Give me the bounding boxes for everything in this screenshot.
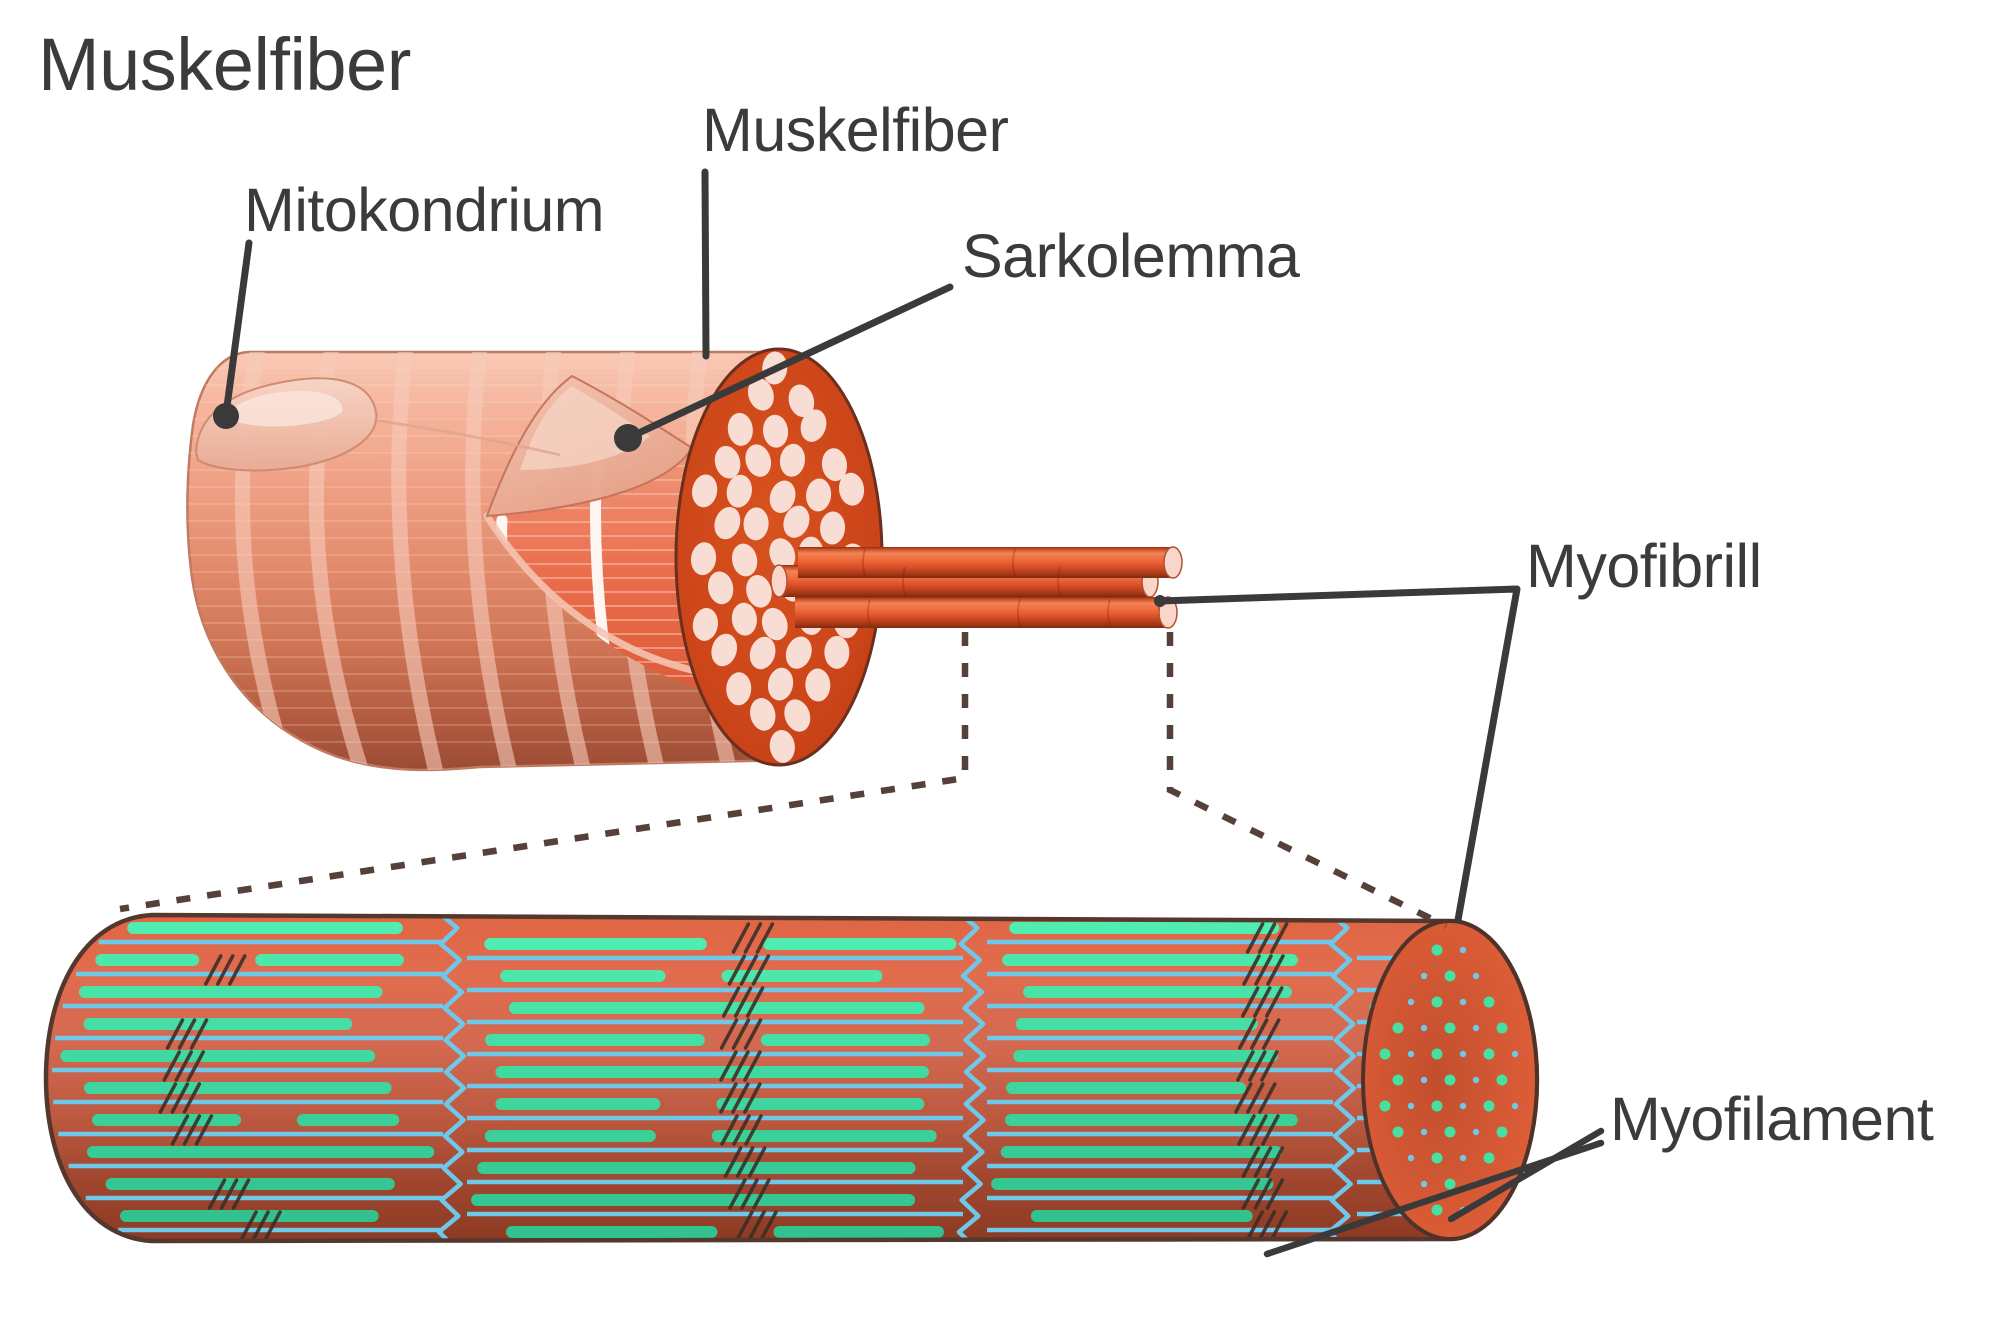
page-title: Muskelfiber [38,23,411,106]
sarcolemma-flap-highlight [520,386,650,470]
leader-dot-mitochondrion [213,403,239,429]
label-sarcolemma: Sarkolemma [962,222,1300,290]
leader-myofibril [1156,585,1521,924]
myofilament-pattern [52,915,1436,1241]
mitochondrion-highlight [225,390,343,427]
muscle-fiber-illustration [186,347,1183,772]
myofibril-tubes [770,546,1183,629]
projection-line-left [119,632,969,913]
label-myofilament: Myofilament [1610,1085,1934,1153]
projection-line-right [1166,632,1448,929]
leader-myofilament-lower [1263,1139,1605,1258]
leader-dot-myofibril [1154,595,1166,607]
leader-sarcolemma [624,283,954,442]
labels: Muskelfiber Mitokondrium Muskelfiber Sar… [38,23,1934,1153]
leader-lines [213,168,1605,1258]
myofibril-illustration [43,912,1540,1244]
myofilament-end-dots [1379,944,1519,1216]
label-myofibril: Myofibrill [1526,532,1762,600]
leader-myofilament-upper [1447,1127,1605,1223]
projection-dashed-lines [119,632,1448,929]
mitochondrion-fold [373,418,561,457]
leader-muscle-fiber [701,168,710,360]
label-muscle-fiber: Muskelfiber [702,96,1009,164]
cut-lower-lip [483,512,709,677]
leader-mitochondrion [222,239,253,418]
label-mitochondrion: Mitokondrium [244,176,604,244]
leader-dot-sarcolemma [614,424,642,452]
